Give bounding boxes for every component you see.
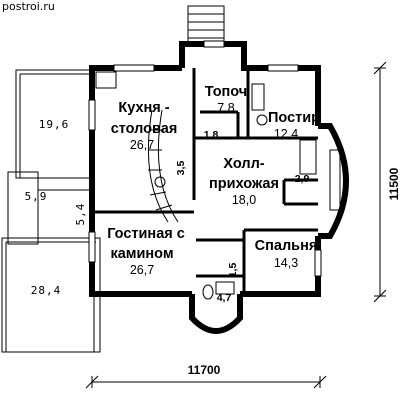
living-name-1: Гостиная с: [107, 226, 185, 242]
dimension-width: 11700: [188, 363, 221, 377]
terrace-middle-area: 5,9: [25, 190, 48, 203]
dimension-lines: [85, 61, 387, 389]
terrace-middle: [7, 171, 39, 245]
windows: [88, 40, 322, 277]
hall-area: 18,0: [232, 193, 256, 207]
bedroom-name: Спальня: [255, 238, 318, 254]
bath-area: 4,7: [217, 292, 232, 304]
dimension-height: 11500: [387, 167, 400, 200]
furnace-area: 7,8: [217, 101, 234, 115]
terrace-lower-area: 28,4: [31, 284, 62, 297]
stair-area: 3,5: [175, 161, 187, 176]
living-name-2: камином: [110, 246, 173, 262]
laundry-name: Постир: [268, 110, 320, 126]
kitchen-name-2: столовая: [111, 121, 178, 137]
furnace-name: Топоч: [205, 84, 247, 100]
closet-area: 2,9: [295, 173, 310, 185]
hall-name-2: прихожая: [209, 176, 279, 192]
storage-area: 1,5: [227, 263, 239, 278]
living-area: 26,7: [130, 263, 154, 277]
watermark-text: postroi.ru: [2, 0, 55, 13]
hall-name-1: Холл-: [223, 156, 264, 172]
kitchen-name-1: Кухня -: [118, 100, 169, 116]
interior-walls: [92, 68, 318, 294]
wc-area: 1,8: [204, 129, 219, 141]
laundry-area: 12,4: [274, 127, 298, 141]
terrace-link-area: 5,4: [74, 203, 87, 226]
kitchen-area: 26,7: [130, 138, 154, 152]
staircase: [147, 109, 179, 223]
terrace-upper-area: 19,6: [39, 118, 70, 131]
bedroom-area: 14,3: [274, 256, 298, 270]
fixtures: [95, 71, 341, 300]
